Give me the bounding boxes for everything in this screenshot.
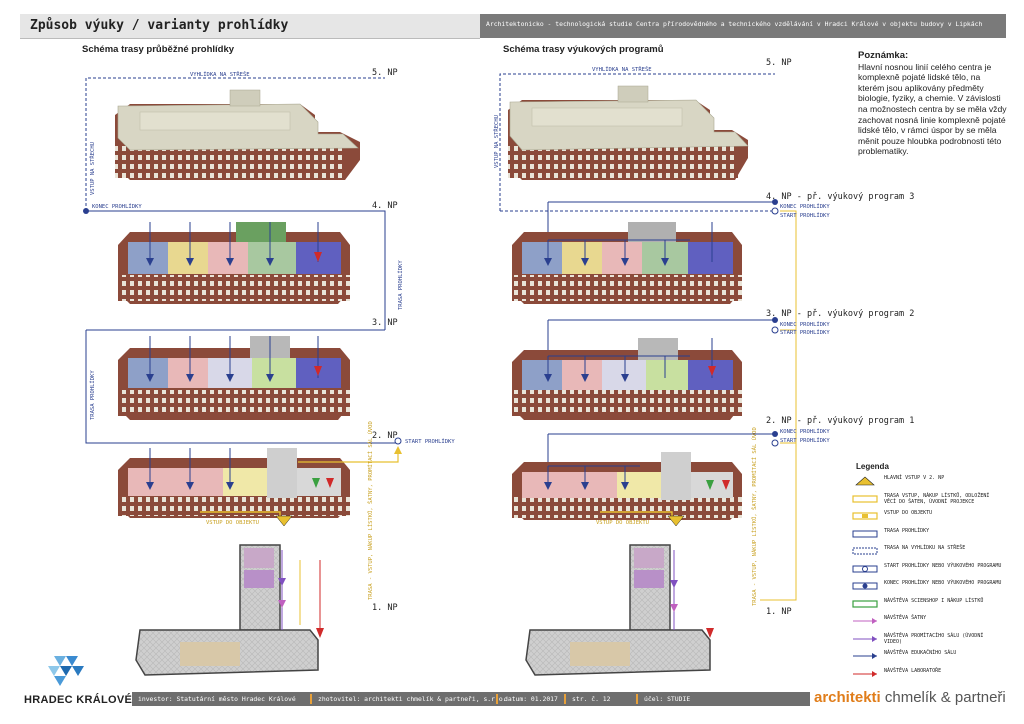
note-title: Poznámka: [858, 50, 909, 61]
legend-item: TRASA VSTUP, NÁKUP LÍSTKŮ, ODLOŽENÍ VĚCÍ… [852, 493, 1002, 511]
floor-label: 4. NP - př. výukový program 3 [766, 192, 914, 202]
header-project-bar: Architektonicko - technologická studie C… [480, 14, 1006, 38]
legend-item: NÁVŠTĚVA PROMÍTACÍHO SÁLU (ÚVODNÍ VIDEO) [852, 633, 1002, 651]
building-roof-level [508, 85, 749, 180]
roof-route-icon [852, 547, 878, 555]
building-floor-4 [512, 222, 742, 304]
project-title: Architektonicko - technologická studie C… [486, 20, 983, 28]
header-title-bar: Způsob výuky / varianty prohlídky [20, 14, 480, 39]
legend-item: START PROHLÍDKY NEBO VÝUKOVÉHO PROGRAMU [852, 563, 1002, 581]
vstup-strecha-label: VSTUP NA STŘECHU [492, 115, 500, 168]
left-section-title: Schéma trasy průběžné prohlídky [82, 44, 235, 55]
building-floor-3 [118, 336, 350, 420]
left-diagram: 5. NP 4. NP 3. NP 2. NP 1. NP VYHLÍDKA N… [83, 68, 455, 676]
legend-item: NÁVŠTĚVA LABORATOŘE [852, 668, 1002, 686]
edu-icon [853, 653, 877, 659]
start-label: START PROHLÍDKY [405, 437, 455, 445]
vertical-note: TRASA - VSTUP, NÁKUP LÍSTKŮ, ŠATNY, PROM… [366, 421, 374, 600]
company-logo: architekti chmelík & partneři [810, 688, 1010, 708]
note-text: Hlavní nosnou linií celého centra je kom… [858, 61, 1007, 157]
yellow-route-icon [852, 494, 878, 503]
start-marker [394, 437, 402, 445]
entrance-icon [855, 476, 875, 486]
building-floor-1 [525, 544, 714, 676]
konec-label: KONEC PROHLÍDKY [780, 427, 830, 435]
trasa-label: TRASA PROHLÍDKY [88, 370, 96, 420]
footer-investor: investor: Statutární město Hradec Králov… [138, 695, 296, 703]
start-marker [771, 207, 779, 215]
city-brand: HRADEC KRÁLOVÉ [24, 694, 133, 706]
floor-label: 3. NP [372, 318, 398, 328]
legend-title: Legenda [856, 462, 889, 471]
start-label: START PROHLÍDKY [780, 328, 830, 336]
legend-item: KONEC PROHLÍDKY NEBO VÝUKOVÉHO PROGRAMU [852, 580, 1002, 598]
footer-datum: datum: 01.2017 [504, 695, 558, 703]
shop-icon [852, 599, 878, 608]
vstup-objekt-label: VSTUP DO OBJEKTU [596, 520, 649, 526]
floor-label: 4. NP [372, 201, 398, 211]
vertical-note: TRASA - VSTUP, NÁKUP LÍSTKŮ, ŠATNY, PROM… [750, 427, 758, 606]
building-floor-2 [118, 448, 350, 527]
vyhlidka-label: VYHLÍDKA NA STŘEŠE [592, 65, 652, 73]
konec-label: KONEC PROHLÍDKY [780, 202, 830, 210]
footer-zhotovitel: zhotovitel: architekti chmelík & partneř… [318, 695, 507, 703]
building-floor-3 [512, 338, 742, 420]
wardrobe-icon [853, 618, 877, 624]
right-diagram: 5. NP 4. NP - př. výukový program 3 3. N… [492, 58, 914, 676]
floor-label: 1. NP [766, 607, 792, 617]
floor-label: 5. NP [766, 58, 792, 68]
end-marker [83, 208, 89, 214]
legend-item: NÁVŠTĚVA SCIENSHOP I NÁKUP LÍSTKŮ [852, 598, 1002, 616]
vyhlidka-label: VYHLÍDKA NA STŘEŠE [190, 70, 250, 78]
legend-item: NÁVŠTĚVA ŠATNY [852, 615, 1002, 633]
entry-icon [852, 512, 878, 520]
start-icon [852, 565, 878, 572]
footer-strana: str. č. 12 [572, 695, 611, 703]
legend: Legenda HLAVNÍ VSTUP V 2. NP TRASA VSTUP… [852, 462, 1002, 685]
start-marker [771, 326, 779, 334]
route-icon [852, 530, 878, 537]
city-logo-icon [48, 656, 84, 686]
floor-label: 5. NP [372, 68, 398, 78]
end-icon [852, 582, 878, 590]
vstup-objekt-label: VSTUP DO OBJEKTU [206, 520, 259, 526]
end-marker [772, 199, 778, 205]
floor-label: 1. NP [372, 603, 398, 613]
start-label: START PROHLÍDKY [780, 436, 830, 444]
vstup-strecha-label: VSTUP NA STŘECHU [88, 142, 96, 195]
lab-icon [853, 670, 877, 677]
legend-item: VSTUP DO OBJEKTU [852, 510, 1002, 528]
legend-item: TRASA NA VYHLÍDKU NA STŘEŠE [852, 545, 1002, 563]
legend-item: HLAVNÍ VSTUP V 2. NP [852, 475, 1002, 493]
legend-item: NÁVŠTĚVA EDUKAČNÍHO SÁLU [852, 650, 1002, 668]
konec-label: KONEC PROHLÍDKY [92, 202, 142, 210]
floor-label: 2. NP - př. výukový program 1 [766, 416, 914, 426]
footer-ucel: účel: STUDIE [644, 695, 691, 703]
building-roof-level [115, 89, 360, 180]
cinema-icon [853, 635, 877, 642]
trasa-label: TRASA PROHLÍDKY [396, 260, 404, 310]
note-box: Poznámka: Hlavní nosnou linií celého cen… [858, 50, 1008, 157]
building-floor-1 [135, 544, 324, 676]
floor-label: 3. NP - př. výukový program 2 [766, 309, 914, 319]
right-section-title: Schéma trasy výukových programů [503, 44, 664, 55]
end-marker [772, 431, 778, 437]
footer-bar: investor: Statutární město Hradec Králov… [132, 692, 1002, 706]
start-label: START PROHLÍDKY [780, 211, 830, 219]
floor-label: 2. NP [372, 431, 398, 441]
start-marker [771, 439, 779, 447]
building-floor-2 [512, 452, 742, 527]
building-floor-4 [118, 222, 350, 304]
end-marker [772, 317, 778, 323]
legend-item: TRASA PROHLÍDKY [852, 528, 1002, 546]
page-title: Způsob výuky / varianty prohlídky [30, 18, 289, 33]
konec-label: KONEC PROHLÍDKY [780, 320, 830, 328]
